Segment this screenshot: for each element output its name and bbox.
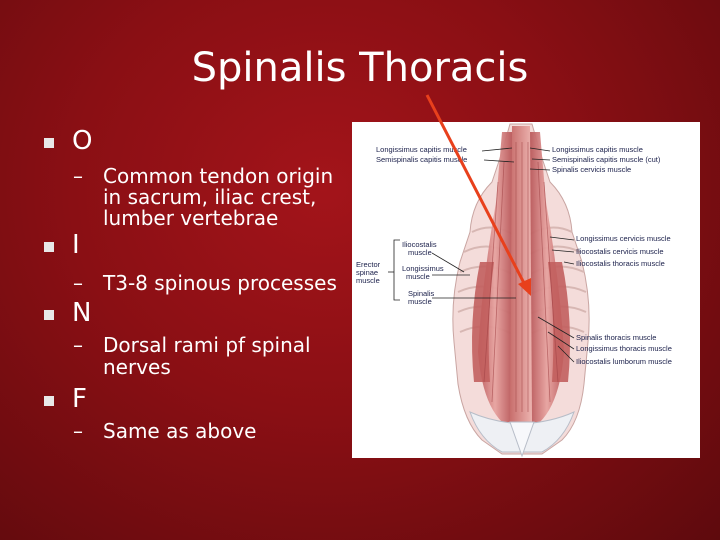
sub-line: T3-8 spinous processes — [103, 271, 337, 295]
label-longissimus-cervicis: Longissimus cervicis muscle — [576, 234, 671, 243]
label-longissimus-capitis-left: Longissimus capitis muscle — [376, 145, 467, 154]
label-line: muscle — [406, 272, 430, 281]
bullet-origin-detail: – Common tendon origin in sacrum, iliac … — [73, 166, 353, 230]
bullet-marker-icon — [44, 242, 54, 252]
back-muscles-illustration — [388, 123, 590, 458]
bullet-insertion-detail: – T3-8 spinous processes — [73, 273, 353, 295]
dash-glyph: – — [73, 333, 83, 357]
bullet-marker-icon — [44, 138, 54, 148]
label-line: muscle — [356, 276, 380, 285]
label-iliocostalis-cervicis: Iliocostalis cervicis muscle — [576, 247, 664, 256]
label-longissimus-thoracis: Longissimus thoracis muscle — [576, 344, 672, 353]
label-line: Iliocostalis — [402, 240, 437, 249]
bullet-insertion: I — [72, 230, 80, 260]
sub-line: nerves — [103, 355, 171, 379]
slide-title: Spinalis Thoracis — [191, 45, 529, 91]
label-iliocostalis-left: Iliocostalis muscle — [402, 241, 437, 257]
bullet-nerve-detail: – Dorsal rami pf spinal nerves — [73, 335, 353, 379]
label-spinalis-left: Spinalis muscle — [408, 290, 434, 306]
sub-line: Common tendon origin — [103, 164, 334, 188]
bullet-marker-icon — [44, 396, 54, 406]
bullet-function-detail: – Same as above — [73, 421, 353, 443]
dash-glyph: – — [73, 419, 83, 443]
bullet-marker-icon — [44, 310, 54, 320]
label-longissimus-left: Longissimus muscle — [402, 265, 444, 281]
bullet-nerve: N — [72, 298, 92, 328]
label-line: Longissimus — [402, 264, 444, 273]
label-spinalis-cervicis: Spinalis cervicis muscle — [552, 165, 632, 174]
bullet-origin: O — [72, 126, 93, 156]
label-line: Erector — [356, 260, 381, 269]
bullet-function: F — [72, 384, 87, 414]
label-semispinalis-capitis-cut: Semispinalis capitis muscle (cut) — [552, 155, 661, 164]
sub-line: lumber vertebrae — [103, 206, 279, 230]
label-iliocostalis-lumborum: Iliocostalis lumborum muscle — [576, 357, 672, 366]
label-erector-spinae: Erector spinae muscle — [356, 261, 380, 285]
label-line: muscle — [408, 297, 432, 306]
sub-line: Same as above — [103, 419, 257, 443]
dash-glyph: – — [73, 271, 83, 295]
anatomy-figure: Longissimus capitis muscle Semispinalis … — [352, 122, 700, 458]
label-iliocostalis-thoracis: Iliocostalis thoracis muscle — [576, 259, 665, 268]
dash-glyph: – — [73, 164, 83, 188]
label-line: Spinalis — [408, 289, 435, 298]
sub-line: in sacrum, iliac crest, — [103, 185, 317, 209]
label-spinalis-thoracis: Spinalis thoracis muscle — [576, 333, 657, 342]
label-longissimus-capitis-right: Longissimus capitis muscle — [552, 145, 643, 154]
sub-line: Dorsal rami pf spinal — [103, 333, 311, 357]
label-line: spinae — [356, 268, 379, 277]
label-semispinalis-capitis-left: Semispinalis capitis muscle — [376, 155, 468, 164]
label-line: muscle — [408, 248, 432, 257]
